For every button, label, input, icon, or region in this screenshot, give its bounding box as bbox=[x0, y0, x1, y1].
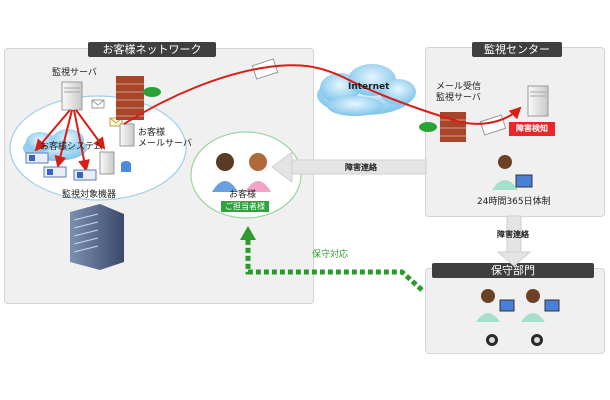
maintenance-path bbox=[245, 238, 424, 292]
maintenance-staff-icons bbox=[476, 289, 560, 346]
customer-mail-server-label-2: メールサーバ bbox=[138, 139, 192, 149]
customer-mail-server-icon bbox=[119, 123, 135, 147]
customer-network-title: お客様ネットワーク bbox=[88, 42, 216, 57]
mail-recv-label-2: 監視サーバ bbox=[436, 93, 481, 103]
maintenance-support-label: 保守対応 bbox=[312, 250, 349, 260]
customer-contact-badge: ご担当者様 bbox=[221, 201, 269, 212]
customer-firewall-icon bbox=[116, 76, 161, 120]
center-operator-icon bbox=[492, 155, 533, 190]
customer-contact-label-1: お客様 bbox=[229, 190, 257, 200]
always-on-label: 24時間365日体制 bbox=[477, 197, 551, 207]
maintenance-arrow-head bbox=[240, 226, 256, 240]
monitoring-center-title: 監視センター bbox=[472, 42, 562, 57]
internet-label: Internet bbox=[348, 82, 390, 92]
monitored-devices-label: 監視対象機器 bbox=[62, 190, 117, 200]
contact-left-label: 障害連絡 bbox=[345, 163, 377, 172]
contact-down-label: 障害連絡 bbox=[497, 230, 529, 239]
contact-arrow-down bbox=[496, 215, 532, 267]
customer-contact-ellipse bbox=[190, 131, 302, 219]
center-server-icon bbox=[527, 85, 549, 117]
maintenance-dept-panel bbox=[425, 268, 605, 354]
customer-person-icons bbox=[212, 153, 271, 192]
monitor-arrows bbox=[34, 109, 106, 172]
mail-path bbox=[123, 64, 522, 125]
device-icons bbox=[25, 151, 131, 181]
monitor-server-label: 監視サーバ bbox=[52, 68, 97, 78]
fault-detect-badge: 障害検知 bbox=[509, 122, 555, 136]
maintenance-dept-title: 保守部門 bbox=[432, 263, 594, 278]
contact-arrow-left bbox=[271, 151, 427, 183]
customer-mail-server-label-1: お客様 bbox=[138, 128, 166, 138]
monitor-server-icon bbox=[61, 81, 83, 111]
building-icon bbox=[70, 204, 124, 270]
mail-recv-label-1: メール受信 bbox=[436, 82, 482, 92]
customer-system-label: お客様システム bbox=[40, 142, 103, 152]
